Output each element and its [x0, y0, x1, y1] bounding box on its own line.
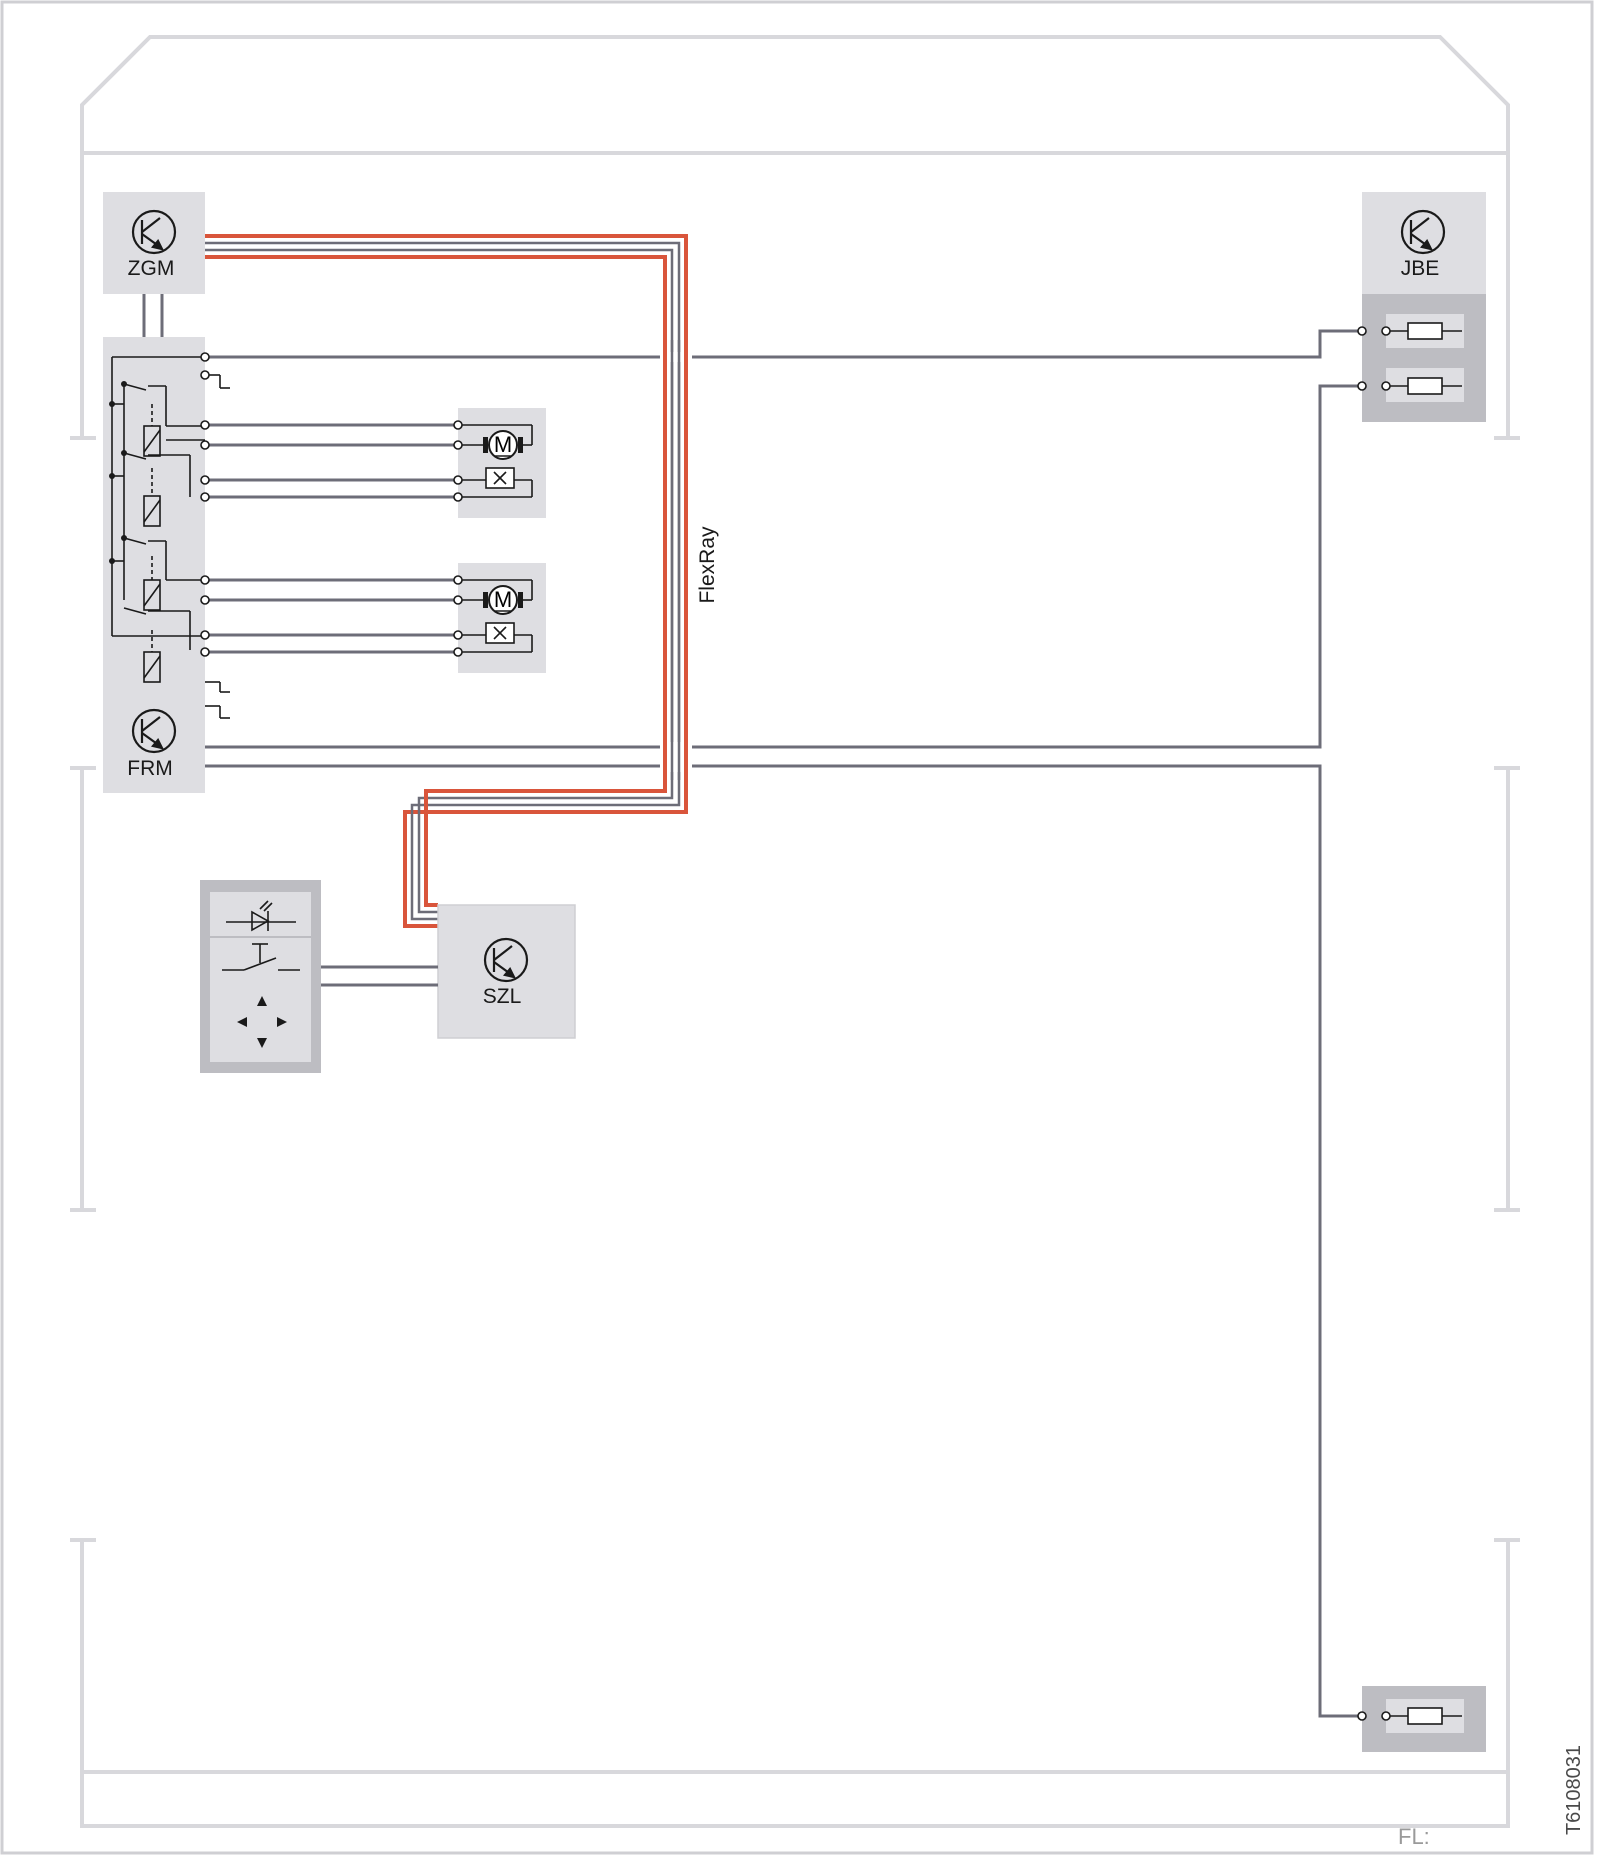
flexray-label: FlexRay	[696, 526, 719, 604]
sensor-icon	[485, 467, 515, 489]
push-switch-icon	[222, 943, 300, 971]
rear-fuse-box	[1362, 1686, 1486, 1752]
flexray-bus	[205, 234, 688, 928]
frm-module: FRM	[103, 337, 230, 793]
transistor-icon	[1400, 209, 1446, 255]
transistor-icon	[131, 708, 177, 754]
sensor-icon	[485, 622, 515, 644]
szl-switch-wires	[321, 965, 438, 987]
transistor-icon	[131, 209, 177, 255]
jbe-label: JBE	[1401, 257, 1440, 280]
szl-label: SZL	[483, 985, 522, 1008]
power-wires	[205, 329, 1362, 1718]
connector-pins	[200, 326, 1391, 1721]
window-switch-block	[200, 880, 321, 1073]
relay-coils	[143, 404, 161, 683]
zgm-module: ZGM	[103, 192, 205, 294]
vehicle-frame	[70, 35, 1520, 1828]
window-motor-unit-front: M	[458, 408, 546, 518]
frm-label: FRM	[127, 757, 173, 780]
junction-dots	[109, 381, 127, 564]
led-icon	[226, 900, 296, 932]
jbe-module: JBE	[1362, 192, 1486, 422]
motor-icon: M	[483, 585, 523, 615]
zgm-label: ZGM	[128, 257, 175, 280]
flexray-bus-overlay	[663, 340, 688, 780]
window-motor-unit-rear: M	[458, 563, 546, 673]
zgm-frm-link	[142, 294, 164, 337]
fuse-icon	[1388, 322, 1462, 395]
fuse-icon	[1388, 1707, 1462, 1725]
document-id: T6108031	[1563, 1745, 1585, 1835]
frm-window-wires	[205, 423, 458, 654]
szl-module: SZL	[437, 904, 576, 1039]
motor-label: M	[494, 587, 512, 612]
direction-arrows-icon	[237, 996, 287, 1048]
motor-label: M	[494, 432, 512, 457]
transistor-icon	[483, 937, 529, 983]
motor-icon: M	[483, 430, 523, 460]
fl-label: FL:	[1398, 1824, 1430, 1849]
